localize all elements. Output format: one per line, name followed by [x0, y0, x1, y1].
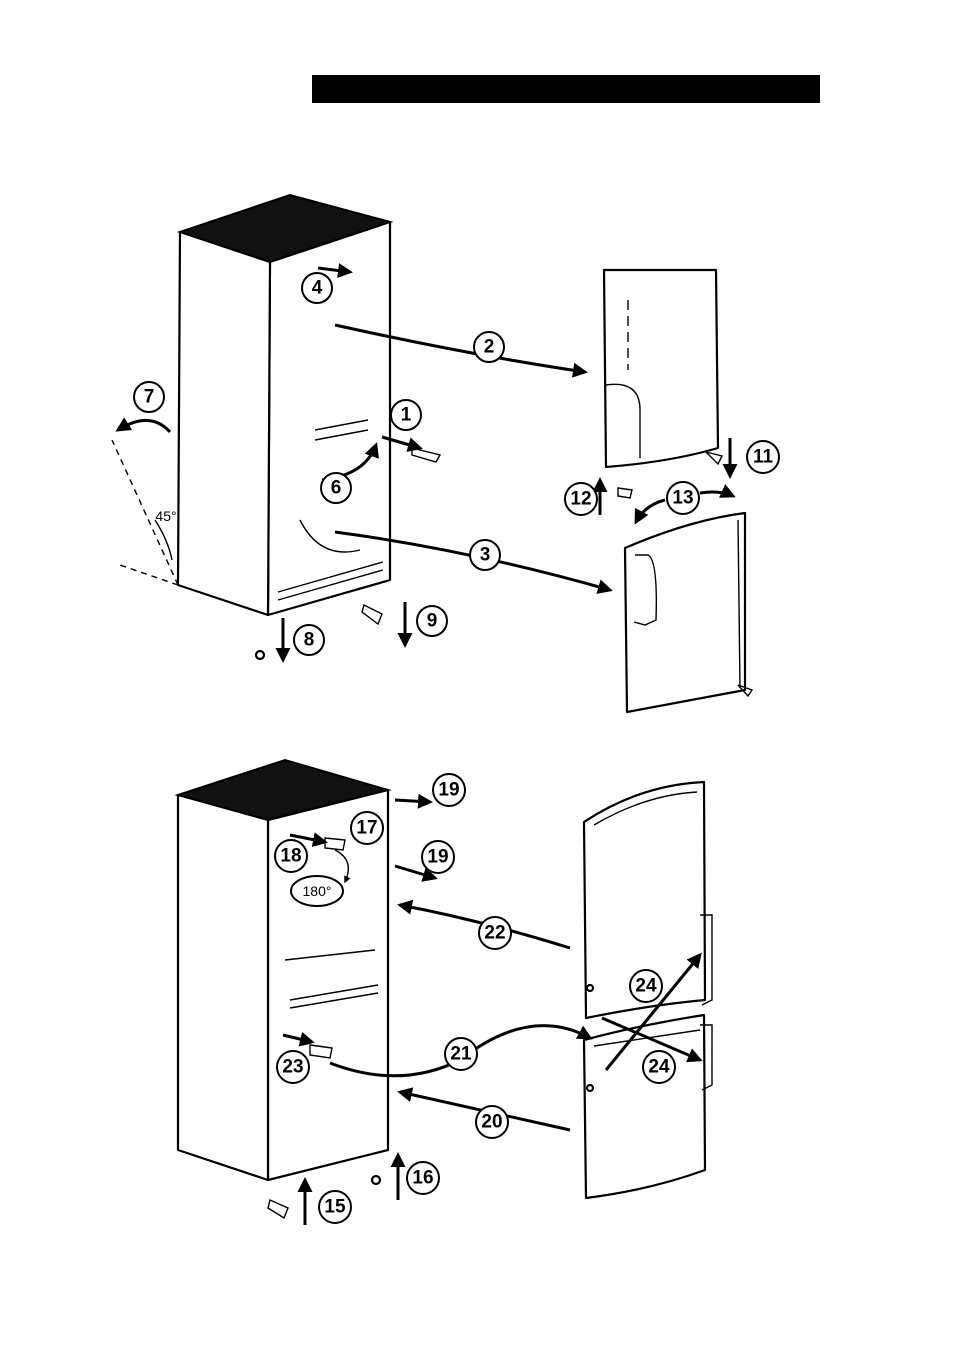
svg-text:8: 8: [304, 630, 315, 651]
callout-180: 180°: [291, 876, 343, 906]
callout-9: 9: [417, 606, 447, 636]
svg-text:24: 24: [648, 1057, 670, 1078]
callout-17: 17: [351, 812, 383, 844]
tilt-guide: 45°: [112, 420, 178, 585]
callout-4: 4: [302, 273, 332, 303]
svg-text:2: 2: [484, 337, 495, 358]
callout-23: 23: [277, 1051, 309, 1083]
callout-15: 15: [319, 1191, 351, 1223]
svg-text:24: 24: [635, 976, 657, 997]
callout-24-top: 24: [630, 970, 662, 1002]
callout-2: 2: [474, 332, 504, 362]
callout-16: 16: [407, 1162, 439, 1194]
svg-text:4: 4: [312, 278, 323, 299]
callout-8: 8: [294, 625, 324, 655]
svg-text:17: 17: [356, 818, 377, 839]
svg-text:19: 19: [427, 847, 448, 868]
callout-22: 22: [479, 917, 511, 949]
svg-text:16: 16: [412, 1168, 433, 1189]
svg-text:11: 11: [753, 447, 774, 468]
svg-text:9: 9: [427, 611, 438, 632]
svg-text:21: 21: [450, 1044, 472, 1065]
svg-text:1: 1: [401, 405, 412, 426]
callout-11: 11: [747, 441, 779, 473]
tilt-angle-label: 45°: [155, 508, 176, 524]
top-fridge-cabinet: [178, 195, 390, 615]
callout-13: 13: [667, 482, 699, 514]
svg-text:180°: 180°: [303, 883, 332, 899]
svg-text:12: 12: [570, 489, 591, 510]
svg-text:20: 20: [481, 1112, 502, 1133]
svg-text:19: 19: [438, 780, 459, 801]
svg-text:15: 15: [324, 1197, 346, 1218]
bottom-fridge-door: [584, 1015, 712, 1198]
callout-12: 12: [565, 483, 597, 515]
callout-18: 18: [275, 840, 307, 872]
callout-7: 7: [134, 382, 164, 412]
callout-3: 3: [470, 540, 500, 570]
svg-text:6: 6: [331, 478, 342, 499]
top-fridge-door: [625, 513, 745, 712]
callout-21: 21: [445, 1038, 477, 1070]
svg-text:13: 13: [672, 488, 693, 509]
svg-text:3: 3: [480, 545, 491, 566]
callout-6: 6: [321, 473, 351, 503]
callout-24-bottom: 24: [643, 1051, 675, 1083]
top-freezer-door: [604, 270, 718, 467]
svg-text:7: 7: [144, 387, 155, 408]
svg-text:23: 23: [282, 1057, 303, 1078]
svg-text:22: 22: [484, 923, 505, 944]
callout-19-bottom: 19: [422, 841, 454, 873]
callout-20: 20: [476, 1106, 508, 1138]
callout-1: 1: [391, 400, 421, 430]
callout-19-top: 19: [433, 774, 465, 806]
svg-text:18: 18: [280, 846, 301, 867]
